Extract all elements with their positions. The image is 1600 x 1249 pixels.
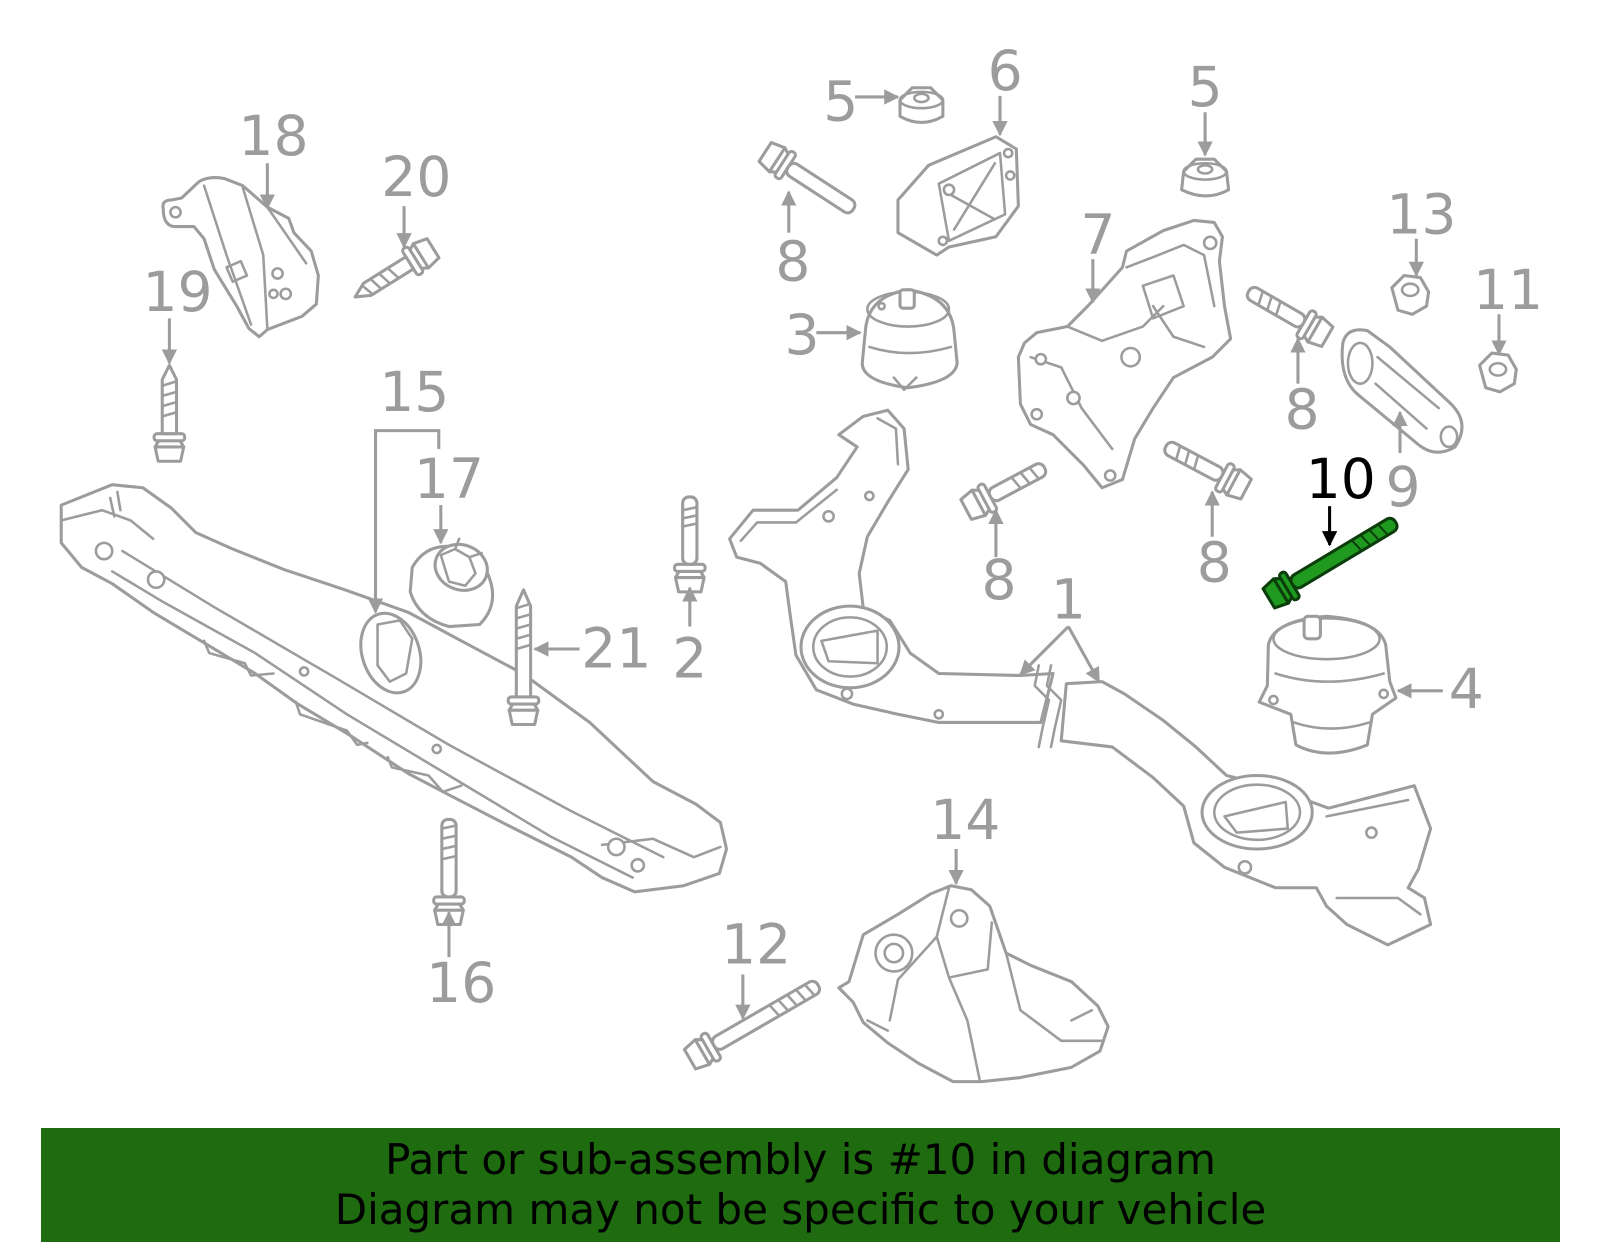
part-5-nut-a [898, 86, 945, 124]
part-15-bushing [359, 611, 423, 695]
banner-line-disclaimer: Diagram may not be specific to your vehi… [334, 1185, 1267, 1234]
part-17-bushing [408, 537, 495, 629]
callout-13: 13 [1386, 183, 1456, 247]
callout-20: 20 [381, 145, 451, 209]
callout-18: 18 [238, 104, 308, 168]
part-18-bracket [161, 176, 320, 339]
part-16-bolt [432, 817, 466, 927]
part-info-banner: Part or sub-assembly is #10 in diagram D… [41, 1128, 1560, 1242]
callout-3: 3 [785, 303, 820, 367]
callout-5-b: 5 [1188, 55, 1223, 119]
part-4-engine-mount [1257, 614, 1398, 755]
part-2-bolt [672, 495, 707, 594]
banner-line-part: Part or sub-assembly is #10 in diagram [385, 1135, 1216, 1184]
part-11-nut [1478, 351, 1518, 394]
part-6-mount-bracket [896, 135, 1020, 257]
part-13-nut [1390, 273, 1431, 316]
callout-19: 19 [142, 260, 212, 324]
callout-17: 17 [414, 447, 484, 511]
callout-10-highlighted: 10 [1306, 447, 1376, 511]
callout-1: 1 [1051, 567, 1086, 631]
callout-21: 21 [581, 616, 651, 680]
callout-8-a: 8 [775, 230, 810, 294]
callout-12: 12 [721, 912, 791, 976]
callouts: 18 20 19 15 17 21 2 16 12 14 1 5 6 8 3 7… [142, 39, 1543, 1015]
callout-4: 4 [1449, 657, 1484, 721]
part-14-mount [837, 884, 1110, 1084]
part-8-bolt-a [755, 137, 857, 215]
callout-14: 14 [930, 788, 1000, 852]
callout-15: 15 [379, 360, 449, 424]
part-10-bolt-highlighted [1259, 516, 1399, 613]
part-3-engine-mount [860, 288, 959, 392]
callout-5-a: 5 [823, 69, 858, 133]
part-8-bolt-d [1163, 440, 1255, 505]
callout-8-c: 8 [981, 548, 1016, 612]
leader-lines [161, 89, 1507, 1020]
callout-16: 16 [426, 951, 496, 1015]
part-7-bracket [1016, 218, 1233, 490]
part-9-torque-rod [1340, 328, 1464, 454]
part-5-nut-b [1180, 157, 1231, 198]
part-1-subframe [728, 408, 1433, 947]
part-20-screw [353, 233, 443, 299]
part-8-bolt-b [1245, 285, 1337, 352]
callout-11: 11 [1473, 258, 1543, 322]
callout-7: 7 [1080, 203, 1115, 267]
callout-8-d: 8 [1197, 531, 1232, 595]
callout-8-b: 8 [1285, 378, 1320, 442]
part-21-bolt [506, 588, 541, 727]
part-19-screw [152, 363, 187, 463]
part-8-bolt-c [957, 462, 1048, 525]
callout-2: 2 [672, 627, 707, 691]
part-12-bolt [680, 979, 822, 1074]
callout-6: 6 [988, 39, 1023, 103]
callout-9: 9 [1386, 455, 1421, 519]
